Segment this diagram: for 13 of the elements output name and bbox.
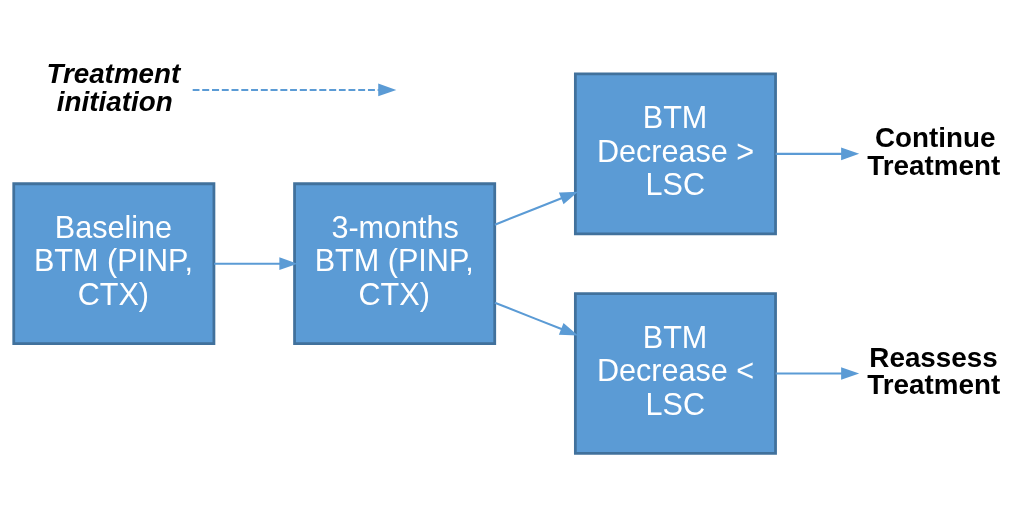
node-text: Treatment initiation [46, 57, 181, 117]
node-box: BTM Decrease < LSC [573, 292, 777, 455]
arrow [214, 257, 298, 271]
node-box: Baseline BTM (PINP, CTX) [12, 182, 216, 345]
arrow [494, 301, 579, 336]
node-box: BTM Decrease > LSC [573, 72, 777, 236]
node-box: 3-months BTM (PINP, CTX) [293, 182, 497, 345]
arrow [192, 83, 397, 97]
node-text: Continue Treatment [867, 121, 1001, 181]
node-text: Reassess Treatment [867, 341, 1001, 401]
arrow [775, 367, 860, 380]
arrow [494, 191, 579, 226]
arrow [775, 147, 860, 161]
